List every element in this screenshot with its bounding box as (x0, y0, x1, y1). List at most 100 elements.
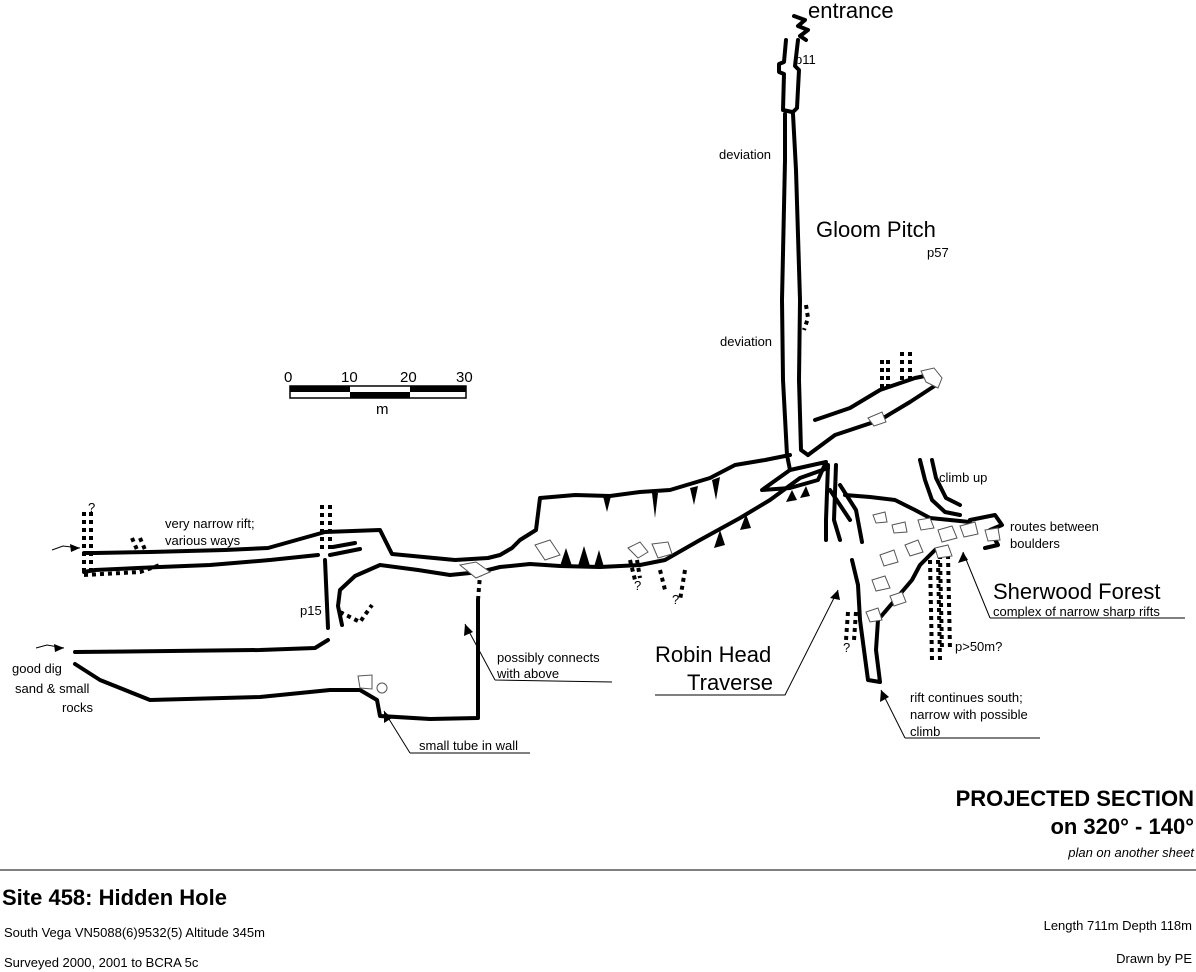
site-surveyed: Surveyed 2000, 2001 to BCRA 5c (4, 955, 199, 970)
boulder (891, 521, 908, 534)
stal (800, 486, 810, 498)
boulder (984, 527, 1001, 542)
entrance-shaft (777, 14, 810, 114)
main-gallery-roof (82, 453, 792, 562)
climb-up-rift (918, 458, 962, 517)
arrow-head (70, 544, 80, 552)
stal (594, 550, 604, 567)
upper-right-passage-upper (813, 373, 932, 422)
stal (652, 493, 658, 518)
stal (714, 530, 725, 548)
gloom-side-lead (802, 304, 811, 331)
label-deviation-lower: deviation (720, 334, 772, 349)
lower-passage-roof (73, 638, 330, 654)
boulders (357, 367, 1001, 694)
south-rift (850, 558, 882, 684)
site-location: South Vega VN5088(6)9532(5) Altitude 345… (4, 925, 265, 940)
scale-tick-20: 20 (400, 369, 417, 386)
boulder (934, 544, 953, 559)
boulder (357, 674, 373, 690)
label-very-narrow-2: various ways (165, 533, 241, 548)
label-robin-1: Robin Head (655, 642, 771, 667)
label-p57: p57 (927, 245, 949, 260)
robin-traverse-walls (824, 463, 842, 542)
label-question: ? (88, 500, 95, 515)
label-rift-3: climb (910, 724, 940, 739)
label-possibly-1: possibly connects (497, 650, 600, 665)
boulder (871, 575, 891, 592)
leader (962, 551, 1185, 619)
gloom-pitch-east-wall (791, 112, 810, 457)
boulder (879, 549, 899, 567)
boulder (917, 517, 935, 531)
label-sherwood-desc: complex of narrow sharp rifts (993, 604, 1160, 619)
section-title-1: PROJECTED SECTION (956, 786, 1194, 811)
stal (740, 514, 751, 530)
scale-tick-30: 30 (456, 369, 473, 386)
boulder (534, 539, 561, 561)
arrow-head (830, 590, 840, 600)
scale-unit: m (376, 401, 389, 418)
label-sand-2: rocks (62, 700, 94, 715)
boulder (920, 367, 943, 389)
label-p11: p11 (795, 52, 816, 67)
arrow-head (958, 552, 968, 563)
stal (560, 548, 572, 566)
p15-dashed (339, 603, 374, 625)
boulder (865, 607, 883, 623)
arrow-head (464, 624, 473, 636)
boulder (959, 521, 979, 538)
boulders-end (968, 513, 1004, 550)
label-good-dig: good dig (12, 661, 62, 676)
label-sand-1: sand & small (15, 681, 90, 696)
p15-shaft (323, 558, 330, 630)
stal (786, 490, 797, 502)
label-deviation-upper: deviation (719, 147, 771, 162)
footer: Site 458: Hidden Hole South Vega VN5088(… (2, 885, 1192, 970)
section-note: plan on another sheet (1067, 845, 1195, 860)
boulder (651, 541, 673, 559)
stal (603, 496, 611, 512)
arrow-head (384, 711, 392, 723)
lead-dashed-misc (628, 559, 687, 601)
label-possibly-2: with above (496, 666, 559, 681)
stalactites (560, 477, 810, 567)
label-small-tube: small tube in wall (419, 738, 518, 753)
length-depth: Length 711m Depth 118m (1044, 918, 1192, 933)
scale-bar: 0 10 20 30 m (284, 369, 473, 418)
main-gallery-floor (336, 466, 830, 627)
label-p50: p>50m? (955, 639, 1002, 654)
label-question: ? (843, 640, 850, 655)
west-rift-small (328, 541, 362, 557)
label-very-narrow-1: very narrow rift; (165, 516, 255, 531)
boulder (376, 682, 388, 694)
central-pillar (760, 460, 828, 492)
boulder (867, 411, 887, 427)
gloom-pitch-west-wall (780, 112, 792, 472)
lower-passage-connect (476, 574, 482, 601)
label-gloom-pitch: Gloom Pitch (816, 217, 936, 242)
boulder (627, 541, 649, 559)
label-rift-2: narrow with possible (910, 707, 1028, 722)
scale-seg-black (350, 392, 410, 398)
boulder (889, 591, 907, 607)
drawn-by: Drawn by PE (1116, 951, 1192, 966)
arrow-head (54, 644, 64, 652)
label-robin-2: Traverse (687, 670, 773, 695)
scale-seg-black (290, 386, 350, 392)
site-title: Site 458: Hidden Hole (2, 885, 227, 910)
boulder (458, 561, 492, 579)
boulder (904, 539, 924, 557)
leader (655, 589, 839, 696)
sherwood-boundary (843, 493, 972, 622)
boulder (937, 525, 958, 543)
upper-right-dashed-legs (880, 352, 912, 392)
stal (712, 477, 720, 500)
label-sherwood: Sherwood Forest (993, 579, 1161, 604)
map-labels: entrance p11 deviation Gloom Pitch p57 d… (12, 0, 1161, 753)
nw-dashed-rifts (82, 505, 332, 577)
label-routes-1: routes between (1010, 519, 1099, 534)
label-entrance: entrance (808, 0, 894, 23)
stal (578, 546, 590, 566)
